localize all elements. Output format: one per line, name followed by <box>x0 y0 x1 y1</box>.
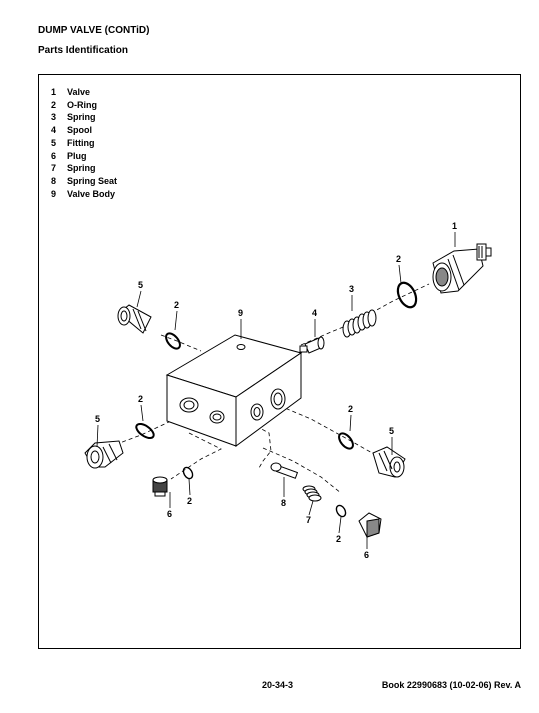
legend-label: Valve <box>67 87 91 97</box>
legend-item: 9 Valve Body <box>51 188 117 201</box>
legend-item: 1 Valve <box>51 86 117 99</box>
book-reference: Book 22990683 (10-02-06) Rev. A <box>381 680 521 690</box>
legend-number: 2 <box>51 99 57 110</box>
callout-fitting: 5 <box>95 414 100 424</box>
legend-label: Spring <box>67 163 96 174</box>
callout-o-ring: 2 <box>138 394 143 404</box>
legend-label: O-Ring <box>67 99 97 110</box>
leader-lines <box>96 232 456 549</box>
valve-body <box>165 334 303 447</box>
callout-fitting: 5 <box>389 426 394 436</box>
callout-spring-seat: 8 <box>281 498 286 508</box>
legend-number: 3 <box>51 112 57 123</box>
spring <box>302 485 322 502</box>
o-ring <box>135 422 155 440</box>
callout-plug: 6 <box>364 550 369 560</box>
legend-item: 2 O-Ring <box>51 99 117 112</box>
legend-number: 7 <box>51 163 57 174</box>
legend-item: 8 Spring Seat <box>51 175 117 188</box>
plug <box>152 476 168 497</box>
legend-item: 7 Spring <box>51 162 117 175</box>
o-ring <box>182 466 194 480</box>
callout-o-ring: 2 <box>187 496 192 506</box>
spring-seat <box>270 462 299 479</box>
callout-valve: 1 <box>452 221 457 231</box>
plug <box>358 512 382 538</box>
legend-number: 8 <box>51 175 57 186</box>
legend-label: Spring Seat <box>67 175 118 186</box>
legend-number: 5 <box>51 137 57 148</box>
o-ring <box>335 504 347 518</box>
o-ring <box>338 432 354 450</box>
legend-label: Valve Body <box>67 188 116 199</box>
legend-label: Fitting <box>67 137 95 148</box>
o-ring <box>165 332 181 350</box>
legend-label: Spring <box>67 112 96 123</box>
legend-item: 6 Plug <box>51 150 117 163</box>
callout-o-ring: 2 <box>174 300 179 310</box>
legend-number: 4 <box>51 125 57 136</box>
fitting <box>117 304 152 334</box>
callout-spring: 7 <box>306 515 311 525</box>
callout-plug: 6 <box>167 509 172 519</box>
legend-item: 4 Spool <box>51 124 117 137</box>
legend-number: 1 <box>51 87 57 97</box>
callout-spool: 4 <box>312 308 317 318</box>
legend-label: Plug <box>67 150 87 161</box>
spool <box>299 336 325 354</box>
callout-o-ring: 2 <box>348 404 353 414</box>
spring <box>342 309 377 338</box>
legend-item: 3 Spring <box>51 111 117 124</box>
page-number: 20-34-3 <box>262 680 294 690</box>
o-ring <box>396 281 418 309</box>
callout-o-ring: 2 <box>336 534 341 544</box>
section-subtitle: Parts Identification <box>38 45 129 56</box>
legend-item: 5 Fitting <box>51 137 117 150</box>
page-title: DUMP VALVE (CONTiD) <box>38 25 150 36</box>
callout-fitting: 5 <box>138 280 143 290</box>
legend-number: 6 <box>51 150 57 161</box>
legend-number: 9 <box>51 188 57 199</box>
callout-valve-body: 9 <box>238 308 243 318</box>
callout-spring: 3 <box>349 284 354 294</box>
callout-o-ring: 2 <box>396 254 401 264</box>
fitting <box>372 446 406 478</box>
fitting <box>84 440 124 469</box>
exploded-view-diagram: 1 2 3 4 5 2 9 2 5 2 5 2 6 8 7 2 6 <box>84 221 492 560</box>
legend-label: Spool <box>67 125 92 136</box>
valve-cartridge <box>432 243 492 294</box>
